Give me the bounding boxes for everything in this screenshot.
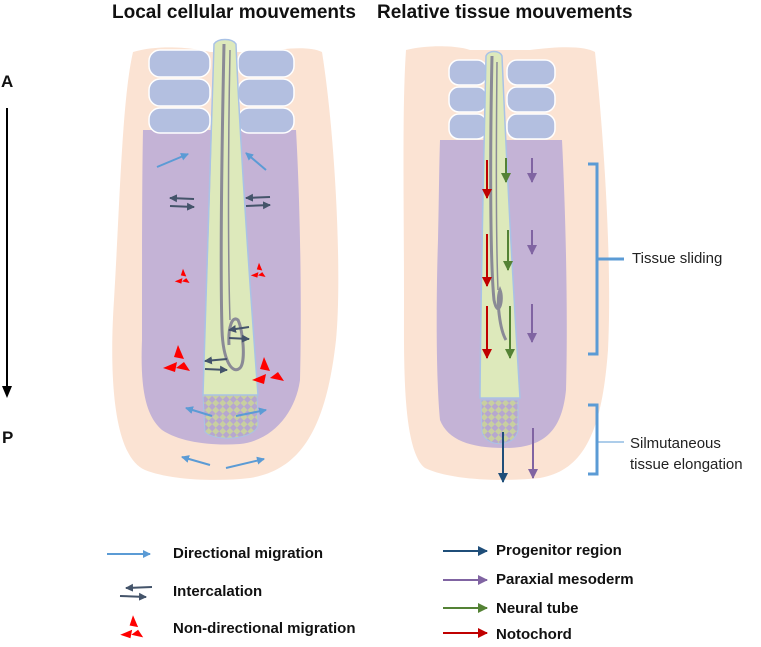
left-neural-tube — [202, 38, 259, 396]
left-notochord — [219, 43, 245, 372]
elongation-bracket — [588, 403, 599, 476]
directional-migration-arrow — [225, 456, 265, 469]
directional-migration-arrow — [181, 455, 211, 466]
right-tailbud-progenitor-region — [480, 399, 519, 445]
left-somite — [237, 78, 295, 107]
left-tailbud-progenitor-region — [202, 394, 259, 439]
intercalation-arrows — [228, 325, 250, 343]
directional-migration-arrow — [235, 407, 267, 417]
right-somite — [448, 86, 488, 113]
tissue-sliding-label: Tissue sliding — [632, 250, 723, 267]
intercalation-arrows — [204, 356, 228, 374]
right-somite — [506, 86, 556, 113]
right-somite — [448, 113, 488, 140]
legend-intercalation: Intercalation — [173, 583, 263, 600]
non-directional-migration-icon — [174, 268, 190, 284]
legend-paraxial-mesoderm: Paraxial mesoderm — [496, 571, 634, 588]
right-notochord — [489, 55, 508, 341]
right-somite — [448, 59, 488, 86]
ap-axis-arrowhead — [2, 386, 12, 398]
non-directional-migration-icon — [250, 262, 266, 278]
legend-progenitor-region: Progenitor region — [496, 542, 622, 559]
directional-migration-arrow — [245, 152, 267, 171]
title-local-cellular-movements: Local cellular mouvements — [112, 2, 356, 23]
right-somite — [506, 59, 556, 86]
right-embryo — [403, 46, 624, 483]
tissue-sliding-bracket — [588, 162, 624, 356]
right-somite — [506, 113, 556, 140]
legend-notochord: Notochord — [496, 626, 572, 643]
non-directional-migration-icon — [252, 357, 284, 384]
left-somite — [237, 49, 295, 78]
legend-neural-tube: Neural tube — [496, 600, 579, 617]
directional-migration-arrow — [156, 153, 189, 168]
left-somite — [148, 49, 211, 78]
elongation-label-line2: tissue elongation — [630, 456, 743, 473]
legend-non-directional-migration: Non-directional migration — [173, 620, 356, 637]
non-directional-migration-icon — [163, 345, 190, 372]
title-relative-tissue-movements: Relative tissue mouvements — [377, 2, 633, 23]
intercalation-arrows — [245, 193, 271, 210]
intercalation-legend-icon — [119, 583, 153, 601]
right-notochord-inner — [495, 61, 499, 291]
left-somite — [237, 107, 295, 134]
left-notochord-inner — [227, 49, 231, 321]
left-embryo — [112, 38, 339, 480]
non-directional-migration-legend-icon — [120, 615, 144, 639]
directional-migration-arrow — [185, 406, 213, 417]
intercalation-arrows — [169, 194, 195, 211]
left-somite — [148, 107, 211, 134]
legend-directional-migration: Directional migration — [173, 545, 324, 562]
anterior-label: A — [1, 72, 14, 91]
posterior-label: P — [2, 428, 14, 447]
left-somite — [148, 78, 211, 107]
elongation-label-line1: Silmutaneous — [630, 435, 721, 452]
